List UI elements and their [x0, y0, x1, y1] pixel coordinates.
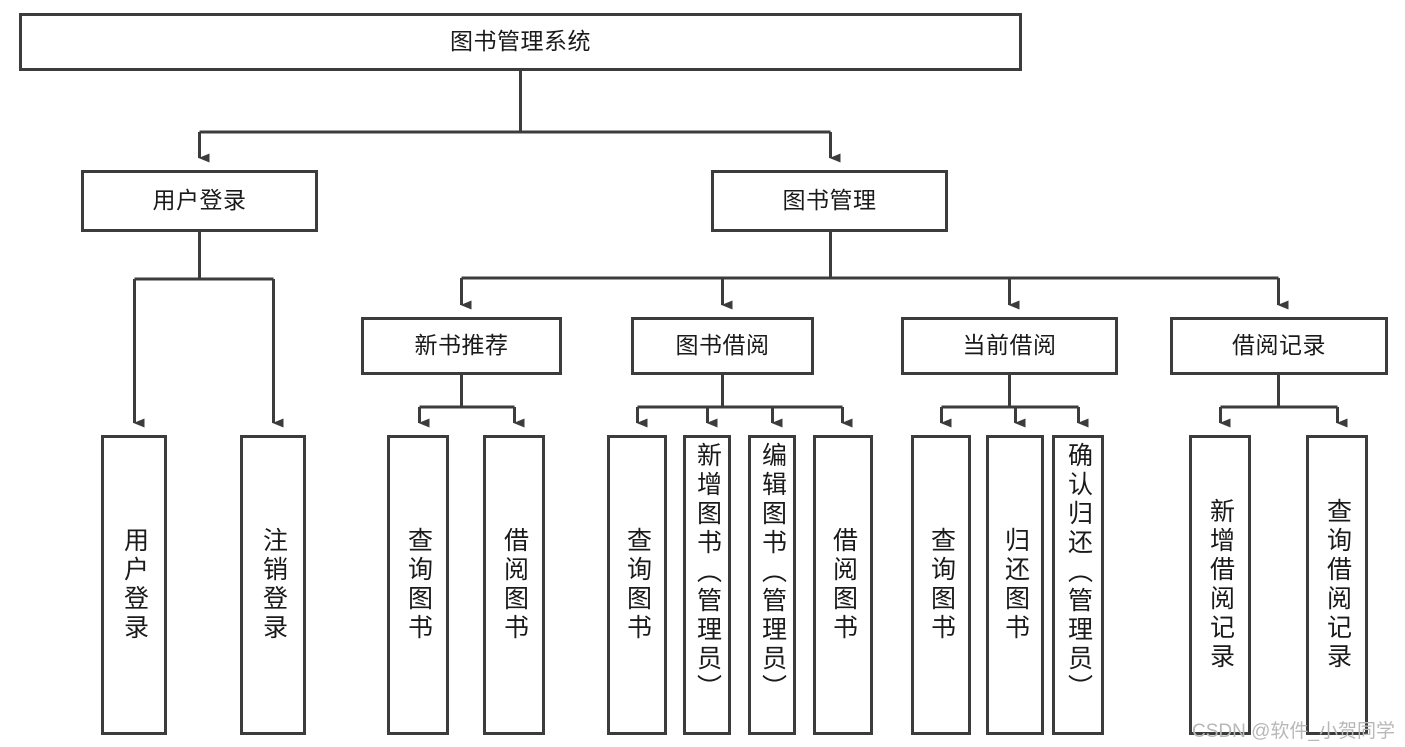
- leaf-node[interactable]: 新增图书（管理员）: [683, 435, 731, 735]
- node-new-book-recommend[interactable]: 新书推荐: [361, 317, 562, 375]
- leaf-node-label: 用户登录: [120, 527, 149, 643]
- leaf-node-label: 查询图书: [623, 527, 652, 643]
- leaf-node[interactable]: 编辑图书（管理员）: [748, 435, 796, 735]
- leaf-node-label: 借阅图书: [829, 527, 858, 643]
- node-book-borrow[interactable]: 图书借阅: [631, 317, 814, 375]
- leaf-node-label: 编辑图书（管理员）: [758, 442, 787, 703]
- node-root[interactable]: 图书管理系统: [19, 13, 1022, 71]
- leaf-node[interactable]: 用户登录: [101, 435, 167, 735]
- leaf-node-label: 查询图书: [927, 527, 956, 643]
- leaf-node[interactable]: 归还图书: [986, 435, 1044, 735]
- node-current-borrow-label: 当前借阅: [962, 332, 1057, 359]
- leaf-node-label: 归还图书: [1001, 527, 1030, 643]
- leaf-node[interactable]: 确认归还（管理员）: [1052, 435, 1104, 735]
- node-borrow-record[interactable]: 借阅记录: [1170, 317, 1388, 375]
- node-book-management-label: 图书管理: [782, 187, 877, 214]
- leaf-node-label: 确认归还（管理员）: [1064, 442, 1093, 703]
- leaf-node-label: 借阅图书: [500, 527, 529, 643]
- node-book-borrow-label: 图书借阅: [675, 332, 770, 359]
- leaf-node-label: 新增借阅记录: [1206, 498, 1235, 672]
- leaf-node-label: 新增图书（管理员）: [693, 442, 722, 703]
- leaf-node[interactable]: 注销登录: [240, 435, 306, 735]
- node-current-borrow[interactable]: 当前借阅: [901, 317, 1118, 375]
- leaf-node[interactable]: 查询图书: [911, 435, 971, 735]
- leaf-node[interactable]: 新增借阅记录: [1189, 435, 1251, 735]
- node-user-login[interactable]: 用户登录: [81, 170, 318, 232]
- node-user-login-label: 用户登录: [152, 187, 247, 214]
- leaf-node-label: 查询图书: [404, 527, 433, 643]
- leaf-node-label: 注销登录: [259, 527, 288, 643]
- leaf-node[interactable]: 借阅图书: [483, 435, 545, 735]
- leaf-node-label: 查询借阅记录: [1323, 498, 1352, 672]
- node-book-management[interactable]: 图书管理: [711, 170, 948, 232]
- node-borrow-record-label: 借阅记录: [1232, 332, 1326, 359]
- leaf-node[interactable]: 查询借阅记录: [1306, 435, 1368, 735]
- leaf-node[interactable]: 借阅图书: [813, 435, 873, 735]
- csdn-watermark: CSDN @软件_小贺同学: [1192, 721, 1395, 742]
- node-new-book-recommend-label: 新书推荐: [414, 332, 509, 359]
- leaf-node[interactable]: 查询图书: [387, 435, 449, 735]
- leaf-node[interactable]: 查询图书: [607, 435, 667, 735]
- node-root-label: 图书管理系统: [450, 28, 591, 55]
